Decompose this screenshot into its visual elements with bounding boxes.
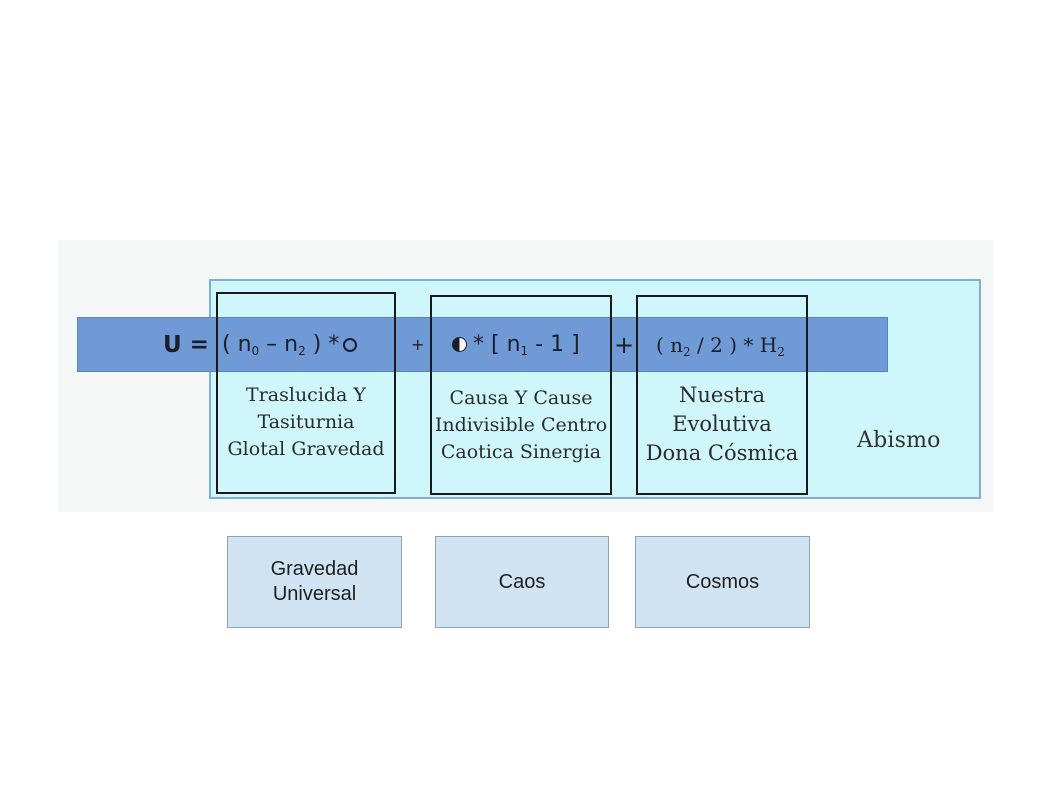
gravity-frame bbox=[216, 292, 396, 494]
chaos-description: Causa Y Cause Indivisible Centro Caotica… bbox=[430, 385, 612, 466]
description-line: Causa Y Cause bbox=[449, 387, 593, 409]
term-3-subscript-b: 2 bbox=[777, 345, 785, 359]
formula-term-2: * [ n1 - 1 ] bbox=[452, 329, 580, 361]
category-caos: Caos bbox=[435, 536, 609, 628]
category-label: Gravedad bbox=[270, 558, 359, 580]
gravity-description: Traslucida Y Tasiturnia Glotal Gravedad bbox=[216, 382, 396, 463]
yin-yang-icon bbox=[452, 337, 467, 352]
term-2-subscript: 1 bbox=[520, 344, 529, 358]
category-label: Cosmos bbox=[685, 570, 760, 593]
formula-term-1: ( n0 – n2 ) * bbox=[222, 329, 358, 361]
term-1-subscript-a: 0 bbox=[251, 344, 260, 358]
abyss-panel bbox=[209, 279, 981, 499]
description-line: Glotal Gravedad bbox=[227, 438, 385, 460]
term-1-mid: – n bbox=[259, 332, 299, 357]
category-gravedad-universal: Gravedad Universal bbox=[227, 536, 402, 628]
description-line: Nuestra bbox=[678, 383, 766, 407]
description-line: Caotica Sinergia bbox=[440, 441, 602, 463]
cosmos-frame bbox=[636, 295, 808, 495]
term-1-subscript-b: 2 bbox=[298, 344, 306, 358]
term-2-close: - 1 ] bbox=[528, 332, 580, 357]
description-line: Dona Cósmica bbox=[645, 441, 799, 465]
formula-term-3: ( n2 / 2 ) * H2 bbox=[656, 329, 785, 361]
description-line: Evolutiva bbox=[672, 412, 772, 436]
term-3-subscript-a: 2 bbox=[683, 345, 691, 359]
category-label: Universal bbox=[272, 583, 357, 605]
category-cosmos: Cosmos bbox=[635, 536, 810, 628]
term-1-close: ) * bbox=[305, 332, 340, 357]
cosmos-description: Nuestra Evolutiva Dona Cósmica bbox=[636, 381, 808, 468]
description-line: Tasiturnia bbox=[257, 411, 355, 433]
term-2-text: * [ n bbox=[473, 332, 521, 357]
formula-plus-2: + bbox=[614, 331, 635, 359]
formula-plus-1: + bbox=[411, 335, 425, 354]
term-1-open: ( n bbox=[222, 332, 252, 357]
circle-icon bbox=[343, 338, 358, 352]
description-line: Indivisible Centro bbox=[434, 414, 608, 436]
formula-band bbox=[77, 317, 888, 372]
term-3-open: ( n bbox=[656, 333, 684, 357]
chaos-frame bbox=[430, 295, 612, 495]
description-line: Traslucida Y bbox=[246, 384, 366, 406]
term-3-mid: / 2 ) * H bbox=[690, 333, 778, 357]
category-label: Caos bbox=[498, 570, 546, 593]
formula-lhs: U = bbox=[163, 332, 209, 358]
abyss-label: Abismo bbox=[857, 428, 941, 453]
